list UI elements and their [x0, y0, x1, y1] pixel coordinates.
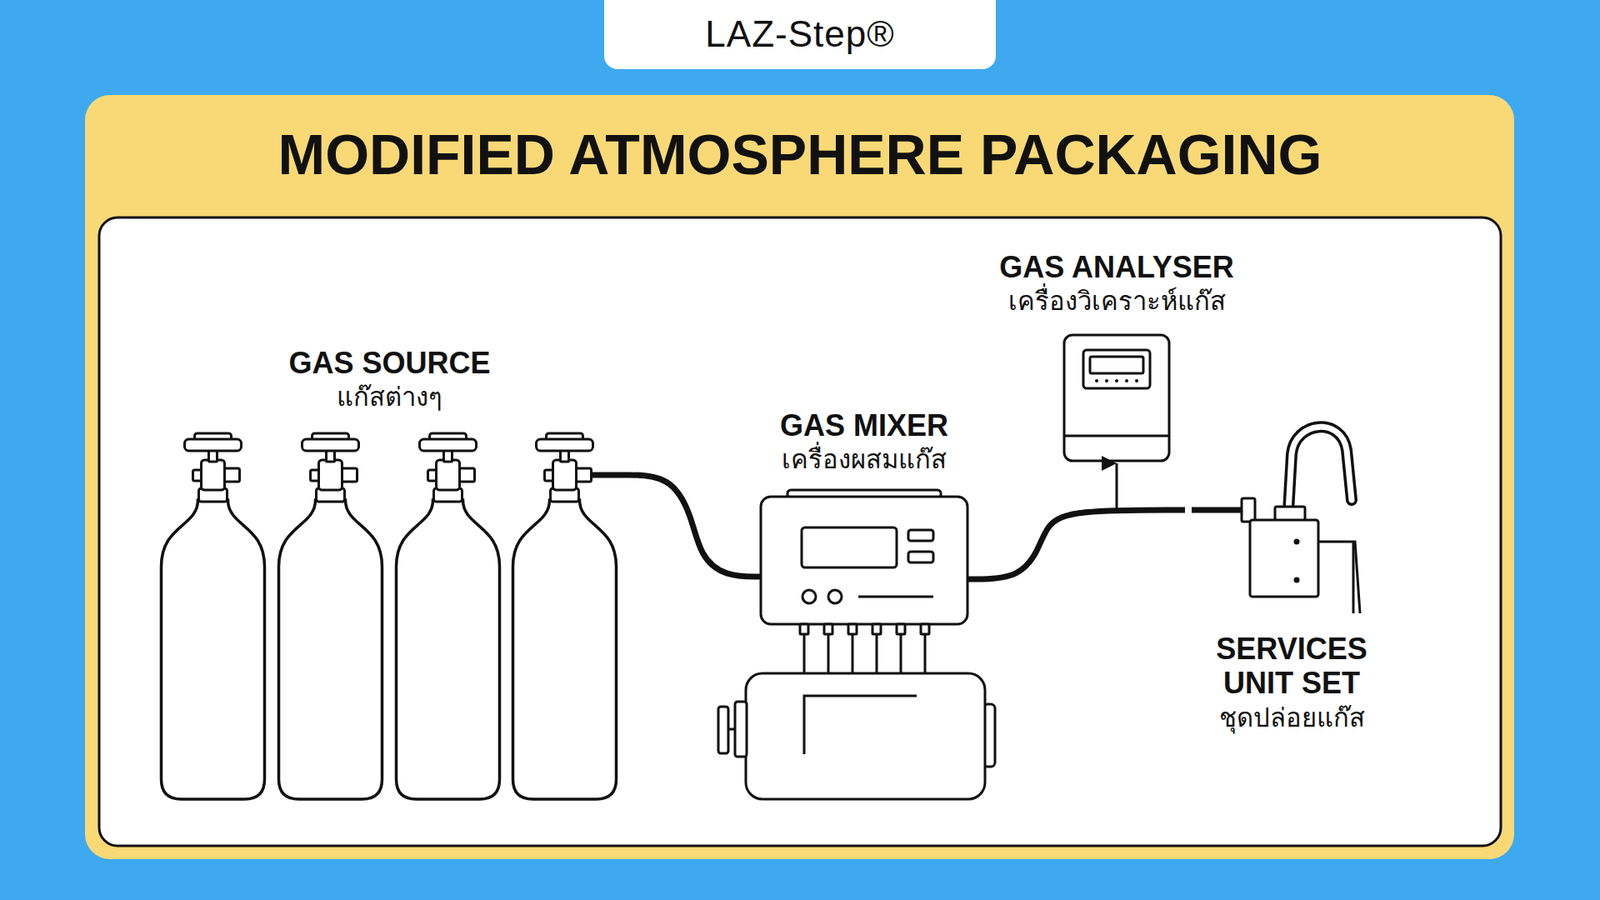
gooseneck-outline [1288, 426, 1352, 512]
tank-valve-handle [718, 706, 729, 754]
mixer-pin [824, 624, 833, 635]
cylinder-body [161, 500, 265, 800]
unit-dot [1294, 539, 1300, 545]
mixer-screen [801, 527, 897, 568]
node-heading: GAS ANALYSER [999, 250, 1234, 285]
valve-body [553, 460, 577, 490]
gas-cylinder [513, 433, 617, 800]
node-heading: SERVICES UNIT SET [1185, 631, 1399, 701]
cylinder-body [396, 500, 500, 800]
mixer-button [908, 530, 934, 541]
tank-detail [804, 695, 917, 755]
gas-cylinder [279, 433, 383, 800]
inlet-fitting [1241, 498, 1255, 522]
mixer-slot [858, 595, 934, 599]
title-panel [85, 95, 1515, 860]
valve-handle [302, 439, 360, 451]
unit-handle [1352, 541, 1355, 614]
mixer-pin-wire [851, 633, 855, 675]
node-heading: GAS MIXER [780, 408, 949, 443]
cylinder-body [513, 500, 617, 800]
analyser-line [1064, 435, 1170, 438]
hose-stub [590, 472, 621, 479]
mixer-housing [760, 496, 968, 625]
tank-valve [735, 701, 747, 757]
mixer-knob [828, 590, 842, 604]
mixer-pin [872, 624, 881, 635]
mixer-pin [848, 624, 857, 635]
analyser-dot [1095, 379, 1099, 383]
unit-dot [1294, 577, 1300, 584]
gas-hose [967, 510, 1185, 580]
mixer-pin-wire [900, 633, 903, 675]
flow-arrow [967, 463, 1117, 580]
gas-hose [620, 475, 761, 577]
tank-body [745, 673, 985, 800]
valve-body [201, 460, 225, 490]
analyser-dot [1135, 379, 1139, 383]
gas-analyser-drawing [1064, 335, 1170, 461]
gooseneck-tube [1288, 426, 1352, 512]
equipment-node: GAS SOURCEแก๊สต่างๆ [158, 345, 621, 803]
analyser-screen [1083, 350, 1150, 389]
diagram-title: MODIFIED ATMOSPHERE PACKAGING [0, 121, 1600, 187]
valve-handle [536, 439, 594, 451]
analyser-dot [1115, 379, 1119, 383]
mixer-pin-wire [827, 633, 830, 675]
valve-body [436, 460, 460, 490]
mixer-pin-wire [924, 633, 927, 675]
node-subtitle: เครื่องวิเคราะห์แก๊ส [1008, 284, 1226, 318]
analyser-display [1090, 356, 1144, 374]
mixer-pin [920, 624, 930, 635]
node-subtitle: ชุดปล่อยแก๊ส [1219, 700, 1365, 735]
node-subtitle: เครื่องผสมแก๊ส [781, 442, 947, 476]
gas-cylinder [396, 433, 500, 800]
gas-mixer-drawing [718, 490, 995, 800]
mixer-pin-wire [875, 633, 879, 675]
valve-body [319, 460, 343, 490]
node-label-group: SERVICES UNIT SETชุดปล่อยแก๊ส [1185, 631, 1399, 735]
node-label-group: GAS SOURCEแก๊สต่างๆ [158, 345, 621, 415]
brand-logo: LAZ-Step® [604, 13, 996, 55]
diagram-panel [99, 217, 1501, 846]
gas-cylinders [161, 433, 617, 800]
mixer-knob [802, 590, 816, 604]
equipment-node: GAS MIXERเครื่องผสมแก๊ส [760, 408, 968, 625]
valve-handle [185, 439, 242, 451]
analyser-housing [1064, 335, 1170, 461]
services-unit-drawing [1191, 426, 1360, 614]
node-label-group: GAS ANALYSERเครื่องวิเคราะห์แก๊ส [993, 250, 1240, 319]
node-label-group: GAS MIXERเครื่องผสมแก๊ส [760, 408, 968, 477]
unit-body [1250, 520, 1319, 597]
gas-cylinder [161, 433, 265, 800]
hose-stub [1191, 507, 1245, 514]
node-heading: GAS SOURCE [288, 345, 490, 380]
node-subtitle: แก๊สต่างๆ [336, 380, 443, 414]
analyser-dot [1125, 379, 1129, 383]
mixer-pin [896, 624, 905, 635]
logo-tab [604, 0, 996, 70]
mixer-pin [800, 624, 809, 635]
mixer-pin-wire [803, 633, 806, 675]
valve-handle [420, 439, 477, 451]
cylinder-body [279, 500, 383, 800]
mixer-button [908, 551, 934, 563]
analyser-dot [1105, 379, 1109, 383]
unit-handle [1316, 541, 1360, 614]
equipment-node: SERVICES UNIT SETชุดปล่อยแก๊ส [1185, 416, 1399, 750]
equipment-node: GAS ANALYSERเครื่องวิเคราะห์แก๊ส [993, 250, 1240, 464]
